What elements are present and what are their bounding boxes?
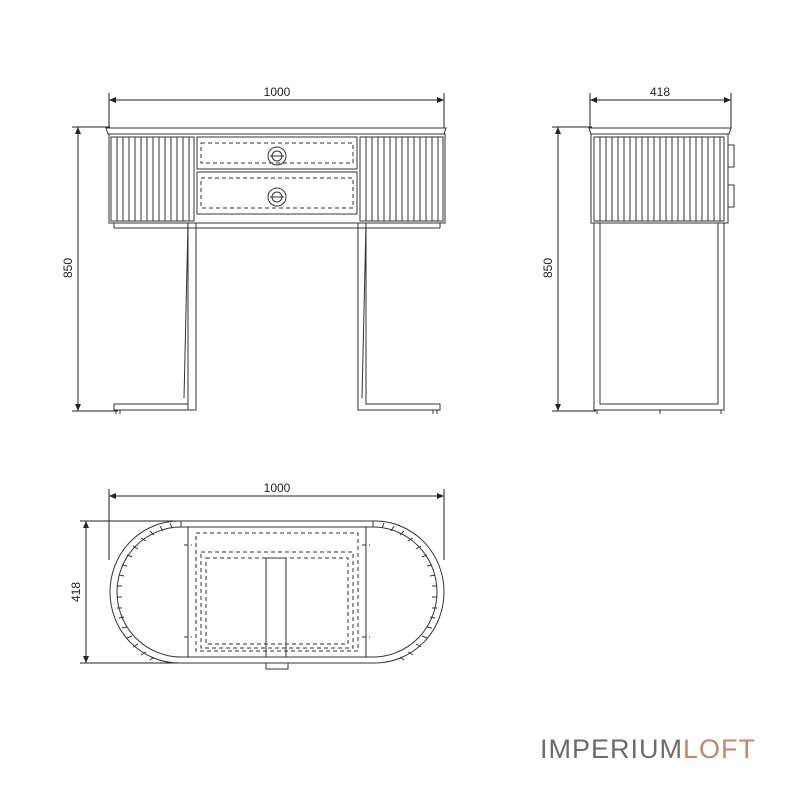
side-fluted-panel (593, 136, 725, 222)
side-view (552, 93, 735, 414)
front-drawer-handle-lower (267, 187, 287, 207)
top-handle-projection (265, 662, 289, 670)
front-width-label: 1000 (264, 85, 291, 99)
brand-logo-part2: LOFT (683, 734, 757, 764)
side-leg-frame (593, 222, 725, 411)
front-lower-drawer (196, 171, 358, 215)
top-view (80, 489, 445, 670)
front-left-leg (113, 222, 197, 411)
side-drawer-handles (727, 144, 735, 208)
side-tabletop (588, 127, 732, 135)
front-right-fluted-panel (359, 136, 444, 222)
front-height-label: 850 (61, 258, 75, 278)
side-height-label: 850 (541, 258, 555, 278)
side-depth-label: 418 (650, 85, 670, 99)
top-depth-label: 418 (69, 582, 83, 602)
brand-logo-part1: IMPERIUM (540, 734, 683, 764)
front-left-fluted-panel (110, 136, 195, 222)
front-body (108, 133, 446, 224)
top-width-label: 1000 (264, 481, 291, 495)
front-view (72, 93, 447, 414)
front-upper-drawer (196, 136, 358, 170)
top-hidden-frame (184, 526, 370, 658)
front-drawer-handle-upper (267, 146, 287, 166)
front-tabletop (105, 127, 447, 135)
brand-logo: IMPERIUMLOFT (540, 734, 756, 765)
top-drawer-runner (265, 557, 287, 658)
top-outline (109, 520, 445, 664)
top-inner-outline (116, 526, 438, 658)
front-right-leg (357, 222, 441, 411)
